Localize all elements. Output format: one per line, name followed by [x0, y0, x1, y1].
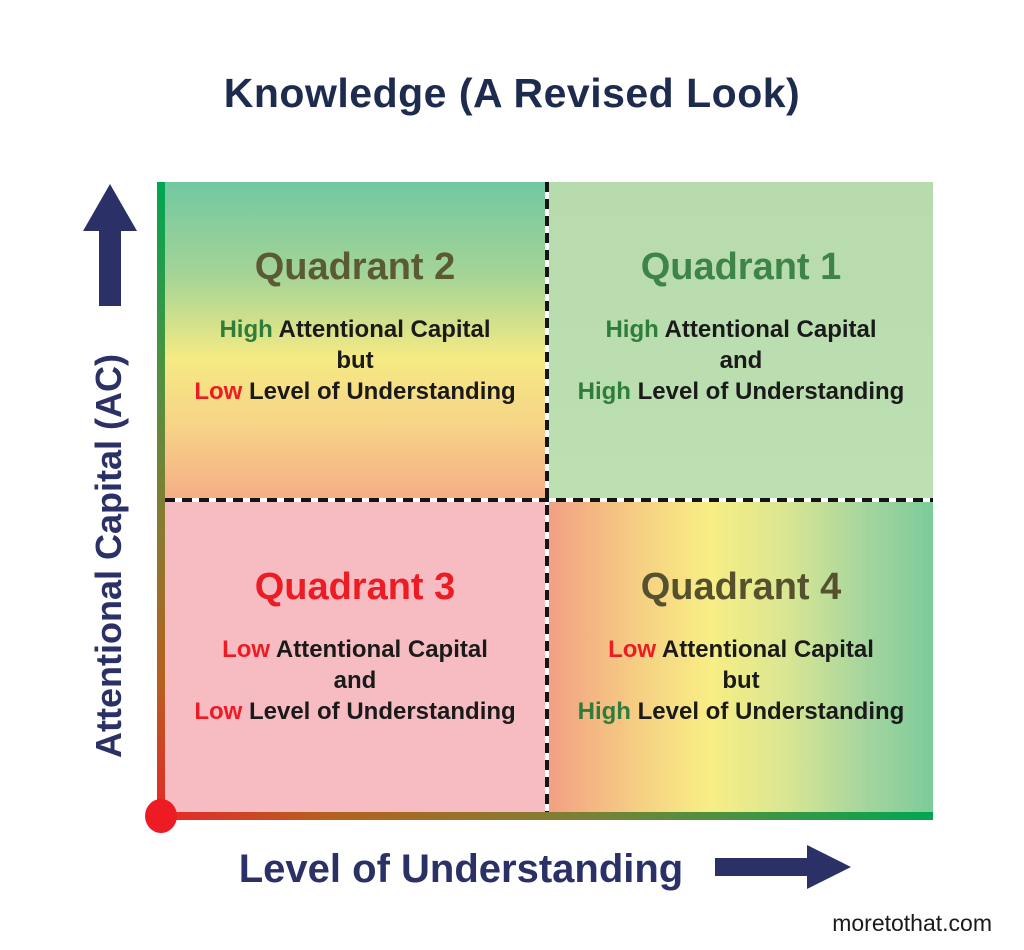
quadrant-text-line: High Attentional Capital: [194, 314, 515, 345]
quadrant-text-line: and: [578, 345, 905, 376]
watermark: moretothat.com: [832, 910, 992, 936]
quadrant-text-line: High Attentional Capital: [578, 314, 905, 345]
quadrant-text-line: High Level of Understanding: [578, 376, 905, 407]
text-segment: High: [605, 316, 659, 343]
quadrant-title: Quadrant 1: [640, 246, 842, 288]
text-segment: but: [722, 667, 760, 694]
text-segment: High: [577, 378, 631, 405]
text-segment: Level of Understanding: [242, 378, 516, 405]
vertical-dashed-divider: [545, 182, 549, 812]
quadrant-title: Quadrant 3: [254, 566, 456, 608]
y-axis-line: [157, 182, 165, 820]
quadrant-text-line: Low Level of Understanding: [194, 376, 515, 407]
text-segment: Attentional Capital: [658, 316, 877, 343]
text-segment: but: [336, 347, 374, 374]
x-axis-label-row: Level of Understanding: [157, 845, 933, 894]
quadrant-text-line: but: [578, 665, 905, 696]
y-axis-up-arrow-icon: [83, 184, 137, 311]
text-segment: Attentional Capital: [272, 316, 491, 343]
text-segment: Low: [194, 698, 243, 725]
y-axis-label: Attentional Capital (AC): [88, 354, 129, 758]
text-segment: and: [333, 667, 377, 694]
horizontal-dashed-divider: [165, 498, 933, 502]
origin-dot: [145, 799, 177, 833]
text-segment: Low: [194, 378, 243, 405]
quadrant-text-line: Low Level of Understanding: [194, 696, 515, 727]
quadrant-title: Quadrant 2: [254, 246, 456, 288]
text-segment: Low: [608, 636, 657, 663]
quadrant-text-line: and: [194, 665, 515, 696]
x-axis-right-arrow-icon: [715, 845, 852, 894]
quadrant-text-line: High Level of Understanding: [578, 696, 905, 727]
text-segment: Attentional Capital: [270, 636, 488, 663]
quadrant-title: Quadrant 4: [640, 566, 842, 608]
text-segment: High: [219, 316, 273, 343]
x-axis-label: Level of Understanding: [238, 847, 684, 891]
quadrant-text-line: Low Attentional Capital: [194, 634, 515, 665]
text-segment: High: [577, 698, 631, 725]
text-segment: Level of Understanding: [630, 698, 905, 725]
text-segment: Level of Understanding: [242, 698, 516, 725]
quadrant-text-line: Low Attentional Capital: [578, 634, 905, 665]
text-segment: Attentional Capital: [656, 636, 874, 663]
x-axis-line: [157, 812, 933, 820]
page-title: Knowledge (A Revised Look): [223, 70, 801, 116]
text-segment: Low: [222, 636, 271, 663]
quadrant-text-line: but: [194, 345, 515, 376]
text-segment: and: [719, 347, 763, 374]
text-segment: Level of Understanding: [630, 378, 905, 405]
